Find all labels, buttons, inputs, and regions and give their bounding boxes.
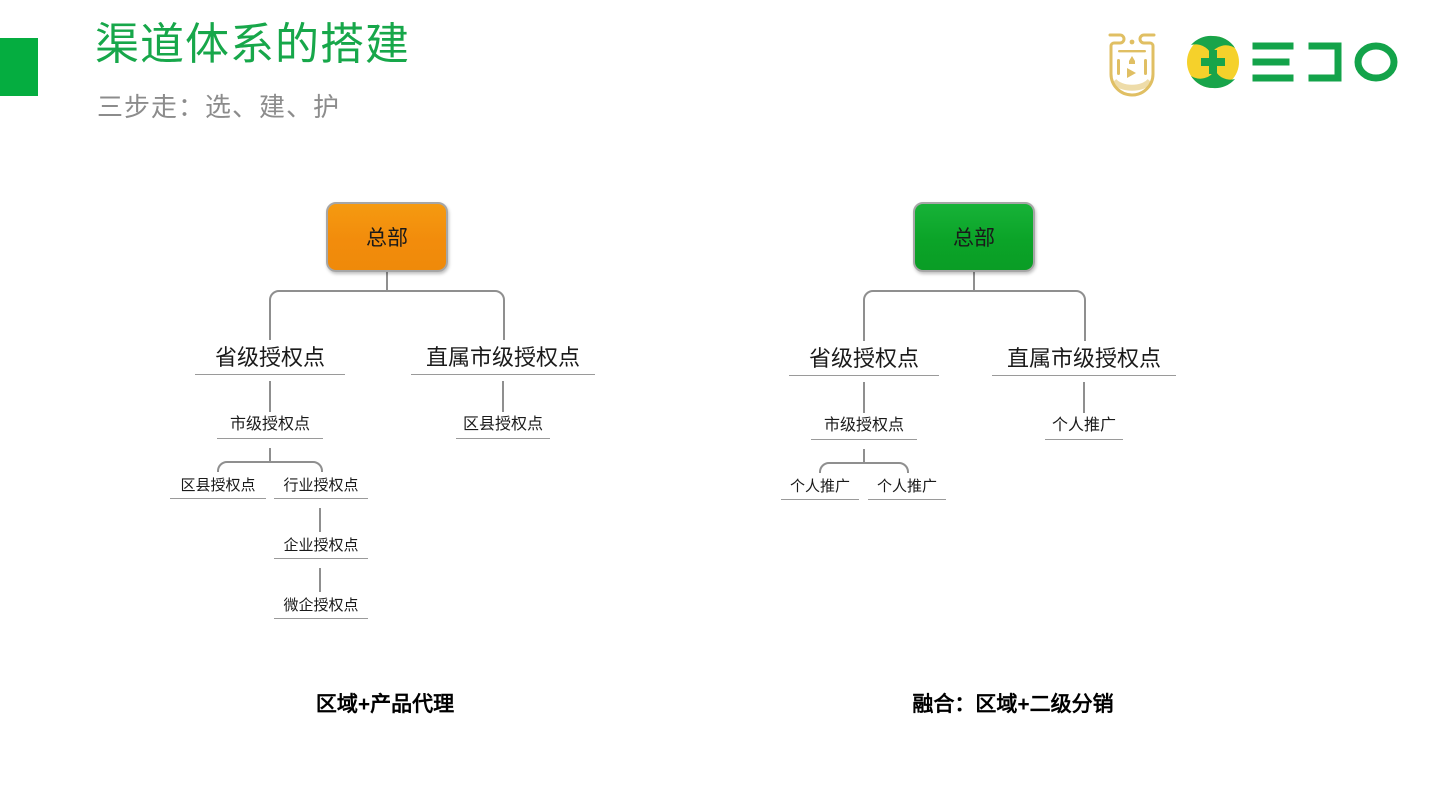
accent-bar (0, 38, 38, 96)
360-mark-icon (1187, 35, 1239, 89)
shield-badge-icon (1108, 33, 1156, 97)
360-wordmark-icon (1252, 42, 1398, 82)
logo-group (1098, 26, 1400, 98)
page-title: 渠道体系的搭建 (95, 20, 410, 69)
page-subtitle: 三步走：选、建、护 (97, 92, 341, 122)
brand-360-logo (1182, 31, 1400, 93)
